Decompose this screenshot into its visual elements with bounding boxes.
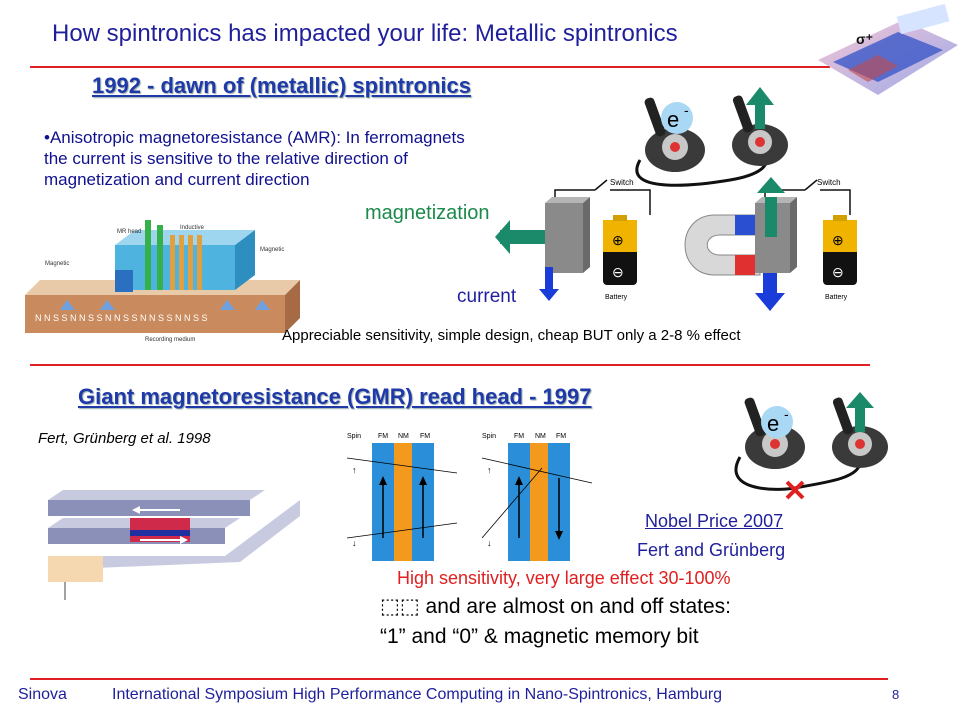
- svg-text:σ⁺: σ⁺: [856, 31, 873, 47]
- svg-text:↑: ↑: [487, 465, 492, 475]
- amr-circuit-with-magnet: Switch ⊕ ⊖ Battery: [684, 177, 857, 311]
- footer-rule: [30, 678, 888, 680]
- amr-read-head-illustration: N N S S N N S S N N S S N N S S N N S S …: [25, 220, 300, 343]
- svg-text:⊖: ⊖: [832, 264, 844, 280]
- spintronics-logo-graphic: σ⁺: [818, 3, 958, 95]
- citation: Fert, Grünberg et al. 1998: [38, 430, 211, 447]
- svg-text:Spin: Spin: [347, 433, 361, 440]
- section2-heading: Giant magnetoresistance (GMR) read head …: [78, 384, 592, 409]
- svg-text:Magnetic: Magnetic: [45, 261, 69, 267]
- nobel-names: Fert and Grünberg: [637, 540, 786, 560]
- svg-text:⊖: ⊖: [612, 264, 624, 280]
- gmr-layer-diagrams: Spin FM NM FM ↑ ↓ Spin FM NM FM ↑ ↓: [346, 433, 592, 561]
- slide-title: How spintronics has impacted your life: …: [52, 20, 678, 47]
- svg-text:Spin: Spin: [482, 433, 496, 440]
- gmr-highlight: High sensitivity, very large effect 30-1…: [397, 568, 731, 588]
- amr-summary: Appreciable sensitivity, simple design, …: [282, 327, 741, 344]
- spin-parallel-icon: ⬚⬚: [380, 595, 420, 618]
- svg-text:Inductive: Inductive: [180, 225, 205, 231]
- svg-text:NM: NM: [398, 433, 409, 440]
- svg-text:Switch: Switch: [817, 178, 841, 187]
- gmr-states-line: ⬚⬚ and are almost on and off states:: [380, 595, 731, 618]
- svg-text:FM: FM: [514, 433, 524, 440]
- page-number: 8: [892, 687, 900, 702]
- footer-event: International Symposium High Performance…: [112, 686, 723, 703]
- svg-text:-: -: [784, 406, 789, 422]
- section-rule: [30, 364, 870, 366]
- gmr-read-head-illustration: [48, 490, 300, 600]
- svg-text:FM: FM: [420, 433, 430, 440]
- svg-text:↓: ↓: [487, 538, 492, 548]
- svg-text:↑: ↑: [352, 465, 357, 475]
- svg-text:FM: FM: [378, 433, 388, 440]
- battery-label: Battery: [605, 294, 628, 301]
- current-label: current: [457, 286, 517, 307]
- svg-text:⊕: ⊕: [612, 232, 624, 248]
- svg-text:Battery: Battery: [825, 294, 848, 301]
- electron-symbol: e: [667, 107, 679, 132]
- svg-text:-: -: [684, 102, 689, 118]
- section1-heading: 1992 - dawn of (metallic) spintronics: [92, 73, 471, 98]
- switch-label: Switch: [610, 178, 634, 187]
- gmr-telephone-circuit: e -: [734, 392, 888, 500]
- svg-text:Recording medium: Recording medium: [145, 337, 195, 343]
- gmr-memory-line: “1” and “0” & magnetic memory bit: [380, 625, 699, 648]
- amr-circuit-parallel: Switch ⊕ ⊖ Battery: [495, 178, 651, 301]
- nobel-link[interactable]: Nobel Price 2007: [645, 511, 784, 531]
- svg-text:NM: NM: [535, 433, 546, 440]
- svg-text:Magnetic: Magnetic: [260, 247, 284, 253]
- amr-telephone-circuit: e -: [635, 87, 788, 187]
- magnetization-label: magnetization: [365, 202, 490, 224]
- title-rule: [30, 66, 830, 68]
- amr-description: •Anisotropic magnetoresistance (AMR): In…: [44, 128, 465, 189]
- svg-text:⊕: ⊕: [832, 232, 844, 248]
- svg-text:e: e: [767, 411, 779, 436]
- svg-text:↓: ↓: [352, 538, 357, 548]
- svg-text:FM: FM: [556, 433, 566, 440]
- svg-text:N N S S N N S S N N S S: N N S S N N S S N N S S N N S S N N S S: [35, 313, 208, 323]
- svg-text:MR head: MR head: [117, 229, 141, 235]
- footer-author: Sinova: [18, 686, 67, 703]
